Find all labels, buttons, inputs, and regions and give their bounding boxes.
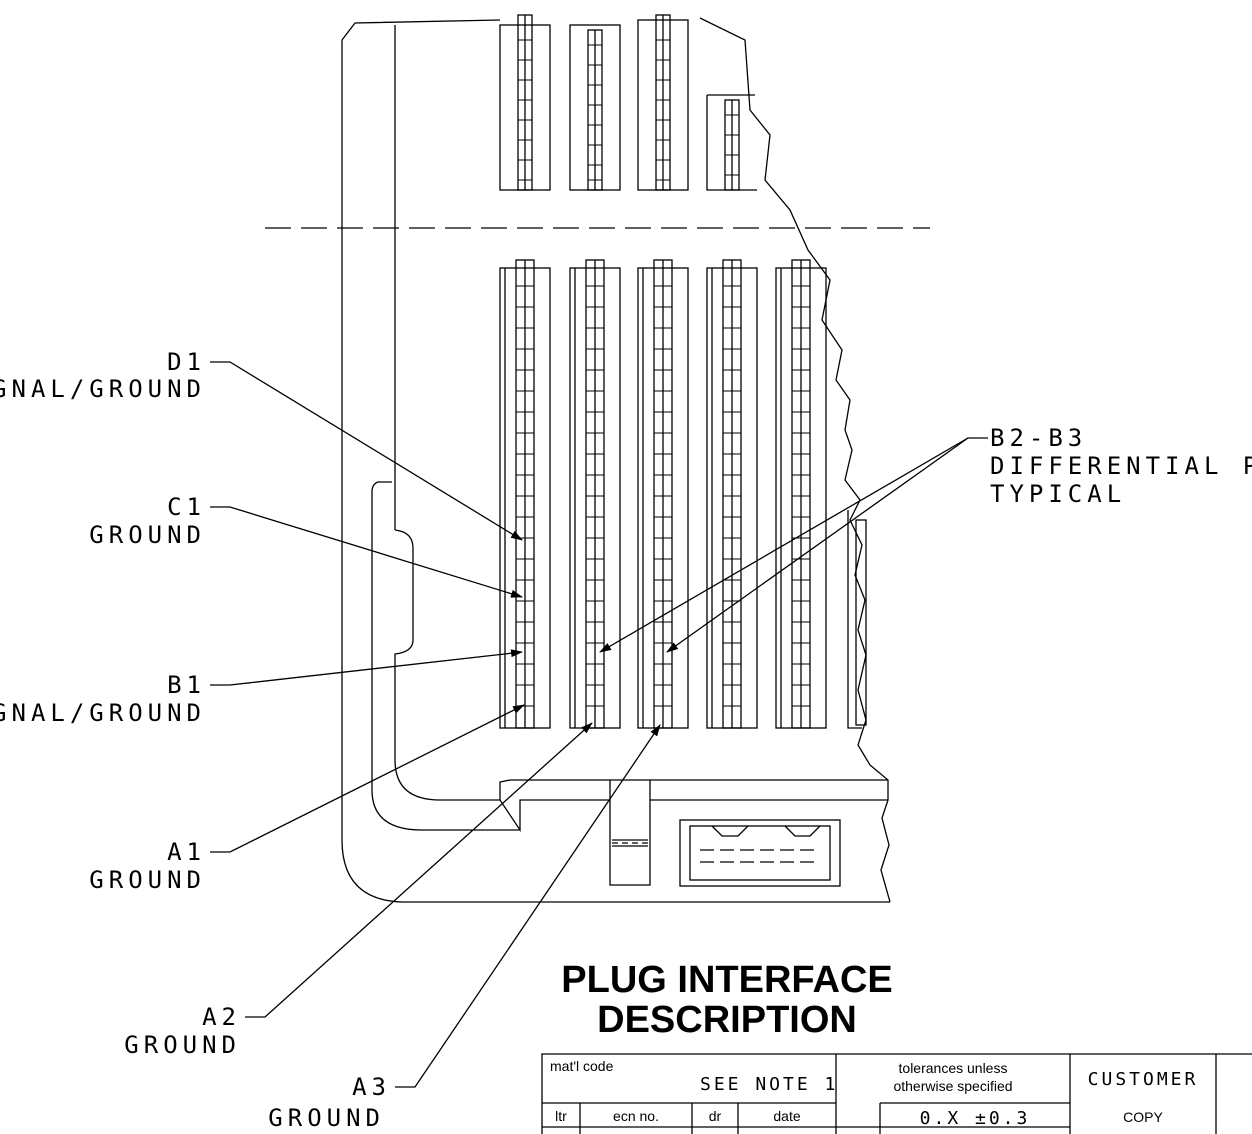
col-date: date [773, 1108, 800, 1124]
tolerances-line1: tolerances unless [899, 1060, 1008, 1076]
callout-b2b3-id: B2-B3 [990, 424, 1087, 452]
housing-outline [341, 19, 890, 903]
tolerances-line2: otherwise specified [893, 1078, 1012, 1094]
callout-b1: B1 SIGNAL/GROUND [0, 671, 206, 727]
upper-wafers [499, 14, 757, 191]
callout-b1-id: B1 [167, 671, 206, 699]
col-ecn: ecn no. [613, 1108, 659, 1124]
callout-a2-desc: GROUND [124, 1031, 241, 1059]
copy-label: COPY [1123, 1109, 1163, 1125]
callout-a2-id: A2 [202, 1003, 241, 1031]
edge-wafer [847, 510, 867, 729]
tolerance-value: 0.X ±0.3 [920, 1108, 1031, 1129]
callout-d1-id: D1 [167, 348, 206, 376]
contact-wafer [499, 259, 551, 729]
callout-c1-desc: GROUND [89, 521, 206, 549]
contact-wafer [637, 259, 689, 729]
customer-label: CUSTOMER [1088, 1069, 1199, 1090]
col-dr: dr [709, 1108, 722, 1124]
contact-wafer [775, 259, 827, 729]
contact-wafer [706, 259, 758, 729]
callout-c1: C1 GROUND [89, 493, 206, 549]
callout-a1-id: A1 [167, 838, 206, 866]
callout-a3-desc: GROUND [268, 1104, 385, 1132]
callout-d1: D1 SIGNAL/GROUND [0, 348, 206, 403]
break-line [699, 17, 891, 903]
callout-leaders [210, 361, 988, 1088]
callout-a2: A2 GROUND [124, 1003, 241, 1059]
callout-a3-id: A3 [352, 1073, 391, 1101]
callout-a1-desc: GROUND [89, 866, 206, 894]
drawing-title-line2: DESCRIPTION [597, 999, 857, 1041]
callout-b1-desc: SIGNAL/GROUND [0, 699, 206, 727]
contact-wafer [569, 259, 621, 729]
callout-b2b3-desc2: TYPICAL [990, 480, 1126, 508]
callout-a3: A3 GROUND [268, 1073, 391, 1132]
drawing-title-line1: PLUG INTERFACE [561, 959, 892, 1001]
matl-code-label: mat'l code [550, 1058, 614, 1074]
title-block: mat'l code SEE NOTE 1 tolerances unless … [541, 1053, 1252, 1134]
contact-wafers [499, 259, 827, 729]
callout-b2b3: B2-B3 DIFFERENTIAL PAIR TYPICAL [990, 424, 1252, 508]
upper-wafer-ticks [518, 39, 739, 181]
callout-d1-desc: SIGNAL/GROUND [0, 375, 206, 403]
callout-c1-id: C1 [167, 493, 206, 521]
callout-a1: A1 GROUND [89, 838, 206, 894]
callout-b2b3-desc: DIFFERENTIAL PAIR [990, 452, 1252, 480]
col-ltr: ltr [555, 1108, 567, 1124]
see-note-text: SEE NOTE 1 [700, 1074, 838, 1095]
